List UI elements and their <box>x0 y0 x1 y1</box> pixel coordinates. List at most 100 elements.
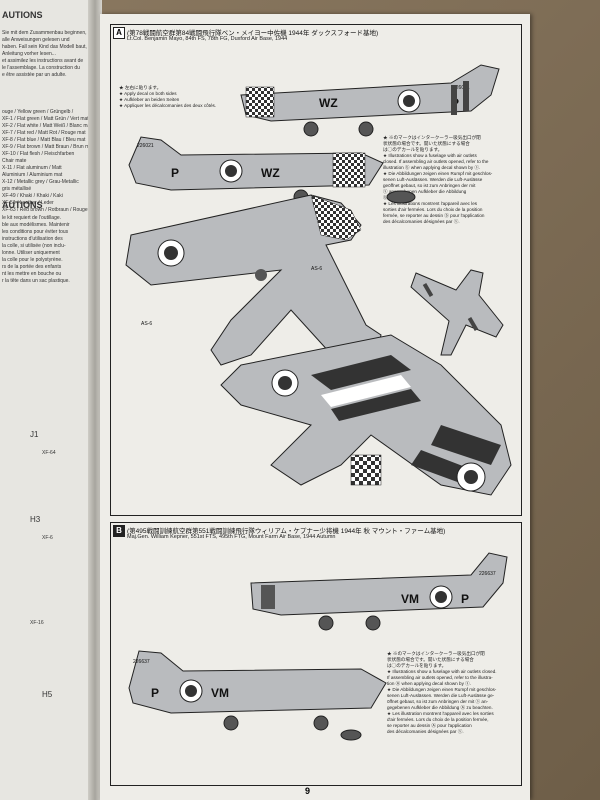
left-caution-line: ble aux modélismes. Maintenir <box>2 222 70 228</box>
a-callout-1: AS-6 <box>311 266 322 272</box>
b-left-code-p: P <box>151 686 159 700</box>
left-page-line: XF-8 / Flat blue / Matt Blau / Bleu mat <box>2 137 86 143</box>
section-b-fuselage-note: ★ ※のマークはインタークーラー吸気出口が閉状状態の場合です。開いた状態にする場… <box>387 651 519 735</box>
a-fuselage-note-line: des décalcomanies désignées par ⓢ. <box>383 219 460 224</box>
instruction-page: A (第78戦闘航空群第84戦闘飛行隊ベン・メイヨー中佐機 1944年 ダックス… <box>100 14 530 800</box>
a-fuselage-note-line: ★ Die Abbildungen zeigen einen Rumpf mit… <box>383 171 493 176</box>
left-page-line: XF-9 / Flat brown / Matt Braun / Brun ma… <box>2 144 94 150</box>
b-fuselage-note-line: senen Luft-Auslässen. Werden die Luft-Au… <box>387 693 495 698</box>
section-b: B (第495戦闘訓練航空群第551戦闘訓練飛行隊ウィリアム・ケプナー少将機 1… <box>110 522 522 786</box>
b-fuselage-note-line: d'air fermées. Lors du choix de la posit… <box>387 717 489 722</box>
a-left-serial: 226021 <box>137 143 154 149</box>
b-fuselage-note-line: ★ Illustrations show a fuselage with air… <box>387 669 497 674</box>
section-a-title-en: Lt.Col. Benjamin Mayo, 84th FS, 78th FG,… <box>127 36 288 42</box>
left-caution-line: la colle, si utilisée (non inclu- <box>2 243 66 249</box>
left-page-line: Aluminium / Aluminium mat <box>2 172 63 178</box>
b-side-profile-left: P VM 226637 <box>128 650 387 741</box>
a-fuselage-note-line: 状状態の場合です。開いた状態にする場合 <box>383 141 470 146</box>
left-page-line: Anleitung vorher lesen... <box>2 51 56 57</box>
left-caution-line: rs de la portée des enfants <box>2 264 62 270</box>
left-page-line: gris métallisé <box>2 186 32 192</box>
a-fuselage-note-line: senen Luft-Auslässen. Werden die Luft-Au… <box>383 177 483 182</box>
section-a-title-jp: (第78戦闘航空群第84戦闘飛行隊ベン・メイヨー中佐機 1944年 ダックスフォ… <box>127 30 379 37</box>
left-part-label: H5 <box>42 690 53 699</box>
left-caution-line: r la tête dans un sac plastique. <box>2 278 70 284</box>
section-a-tag: A <box>113 27 125 39</box>
section-b-title-jp: (第495戦闘訓練航空群第551戦闘訓練飛行隊ウィリアム・ケプナー少将機 194… <box>127 528 446 535</box>
a-left-code: WZ <box>261 166 280 180</box>
left-caution-line: le kit requiert de l'outillage. <box>2 215 62 221</box>
a-fuselage-note-line: fermée, se reporter au dessin ⓑ pour l'a… <box>383 213 485 218</box>
b-fuselage-note-line: öffnet gebaut, so ist zum Anbringen der … <box>387 699 489 704</box>
left-page-line: XF-1 / Flat green / Matt Grün / Vert mat <box>2 116 89 122</box>
a-right-code: WZ <box>319 96 338 110</box>
left-page-line: e être assistée par un adulte. <box>2 72 67 78</box>
left-page-line: X-11 / Flat aluminum / Matt <box>2 165 62 171</box>
b-right-serial: 226637 <box>479 571 496 577</box>
b-right-code: VM <box>401 592 419 606</box>
left-caution-line: instructions d'utilisation des <box>2 236 63 242</box>
section-b-tag: B <box>113 525 125 537</box>
section-b-drawings: VM P 226637 P VM 226637 <box>128 552 508 741</box>
left-page-line: XF-63 / Red brown / Rotbraun / Rouge bru… <box>2 207 99 213</box>
b-fuselage-note-line: ★ Die Abbildungen zeigen einen Rumpf mit… <box>387 687 497 692</box>
left-part-label: XF-16 <box>30 620 44 626</box>
left-page-line: Chair mate <box>2 158 27 164</box>
a-fuselage-note-line: は◯のデカールを貼ります。 <box>383 147 443 152</box>
a-fuselage-note-line: ⓢ angegebenen Aufkleber die Abbildung <box>383 189 467 194</box>
left-page-line: ouge / Yellow green / Grüngelb / <box>2 109 74 115</box>
section-a-decal-notes: ★ 左右に貼ります。★ Apply decal on both sides★ A… <box>119 85 229 109</box>
a-decal-note-line: ★ Apply decal on both sides <box>119 91 177 96</box>
b-fuselage-note-line: des décalcomanies désignées par ⓢ. <box>387 729 464 734</box>
a-right-serial: 226021 <box>453 85 470 91</box>
section-a: A (第78戦闘航空群第84戦闘飛行隊ベン・メイヨー中佐機 1944年 ダックス… <box>110 24 522 516</box>
b-fuselage-note-line: ★ ※のマークはインタークーラー吸気出口が閉 <box>387 651 485 656</box>
b-fuselage-note-line: gegebenen Aufkleber die Abbildung Ⓐ zu b… <box>387 705 493 710</box>
left-page-line: alle Anweisungen gelesen und <box>2 37 70 43</box>
b-fuselage-note-line: If assembling air outlets opened, refer … <box>387 675 493 680</box>
a-fuselage-note-line: illustration ⓑ when applying decal shown… <box>383 165 481 170</box>
left-page-line: le l'assemblage. La construction du <box>2 65 80 71</box>
left-page: AUTIONS Sie mit dem Zusammenbau beginnen… <box>0 0 100 800</box>
a-decal-note-line: ★ 左右に貼ります。 <box>119 85 162 90</box>
page-number: 9 <box>305 786 311 796</box>
left-caution-heading: AUTIONS <box>2 200 43 210</box>
left-page-line: et assimilez les instructions avant de <box>2 58 84 64</box>
b-fuselage-note-line: tion Ⓐ when applying decal shown by ⓢ. <box>387 681 472 686</box>
left-part-label: H3 <box>30 515 41 524</box>
a-fuselage-note-line: ★ Les illustrations montrent l'appareil … <box>383 201 478 206</box>
side-profile-right: WZ P 226021 <box>240 64 500 137</box>
left-page-line: Sie mit dem Zusammenbau beginnen, <box>2 30 87 36</box>
a-fuselage-note-line: ★ Illustrations show a fuselage with air… <box>383 153 477 158</box>
b-left-code: VM <box>211 686 229 700</box>
left-page-line: haben. Fall sein Kind das Modell baut, <box>2 44 87 50</box>
a-callout-2: AS-6 <box>141 321 152 327</box>
a-left-code-p: P <box>171 166 179 180</box>
top-view: AS-6 AS-6 <box>125 194 382 366</box>
small-top-view <box>410 269 504 356</box>
left-page-line: XF-2 / Flat white / Matt Weiß / Blanc ma… <box>2 123 92 129</box>
b-side-profile-right: VM P 226637 <box>250 552 508 631</box>
section-b-title-en: Maj.Gen. William Kepner, 551st FTS, 495t… <box>127 534 336 540</box>
section-a-drawings: WZ P 226021 P WZ 226021 <box>125 64 512 496</box>
left-page-line: XF-49 / Khaki / Khaki / Kaki <box>2 193 63 199</box>
b-fuselage-note-line: 状状態の場合です。開いた状態にする場合 <box>387 657 474 662</box>
page-fold <box>88 0 102 800</box>
section-a-fuselage-note: ★ ※のマークはインタークーラー吸気出口が閉状状態の場合です。開いた状態にする場… <box>383 135 519 225</box>
bottom-view <box>220 334 512 496</box>
left-page-line: XF-7 / Flat red / Matt Rot / Rouge mat <box>2 130 86 136</box>
b-fuselage-note-line: ★ Les illustration montrent l'appareil a… <box>387 711 494 716</box>
left-caution-title: AUTIONS <box>2 10 43 20</box>
a-fuselage-note-line: closed. If assembling air outlets opened… <box>383 159 489 164</box>
a-fuselage-note-line: sorties d'air fermées. Lors du choix de … <box>383 207 483 212</box>
left-caution-line: les conditions pour éviter tous <box>2 229 69 235</box>
left-page-line: XF-10 / Flat flesh / Fleischfarben <box>2 151 75 157</box>
left-caution-line: lonne. Utiliser uniquement <box>2 250 60 256</box>
left-part-label: XF-64 <box>42 450 56 456</box>
b-right-code-p: P <box>461 592 469 606</box>
left-part-label: J1 <box>30 430 39 439</box>
a-decal-note-line: ★ Appliquer les décalcomanies des deux c… <box>119 103 217 108</box>
a-decal-note-line: ★ Aufkleber an beiden Seiten <box>119 97 180 102</box>
left-caution-line: la colle pour le polystyrène. <box>2 257 63 263</box>
b-fuselage-note-line: se reporter au dessin Ⓐ pour l'applicati… <box>387 723 472 728</box>
